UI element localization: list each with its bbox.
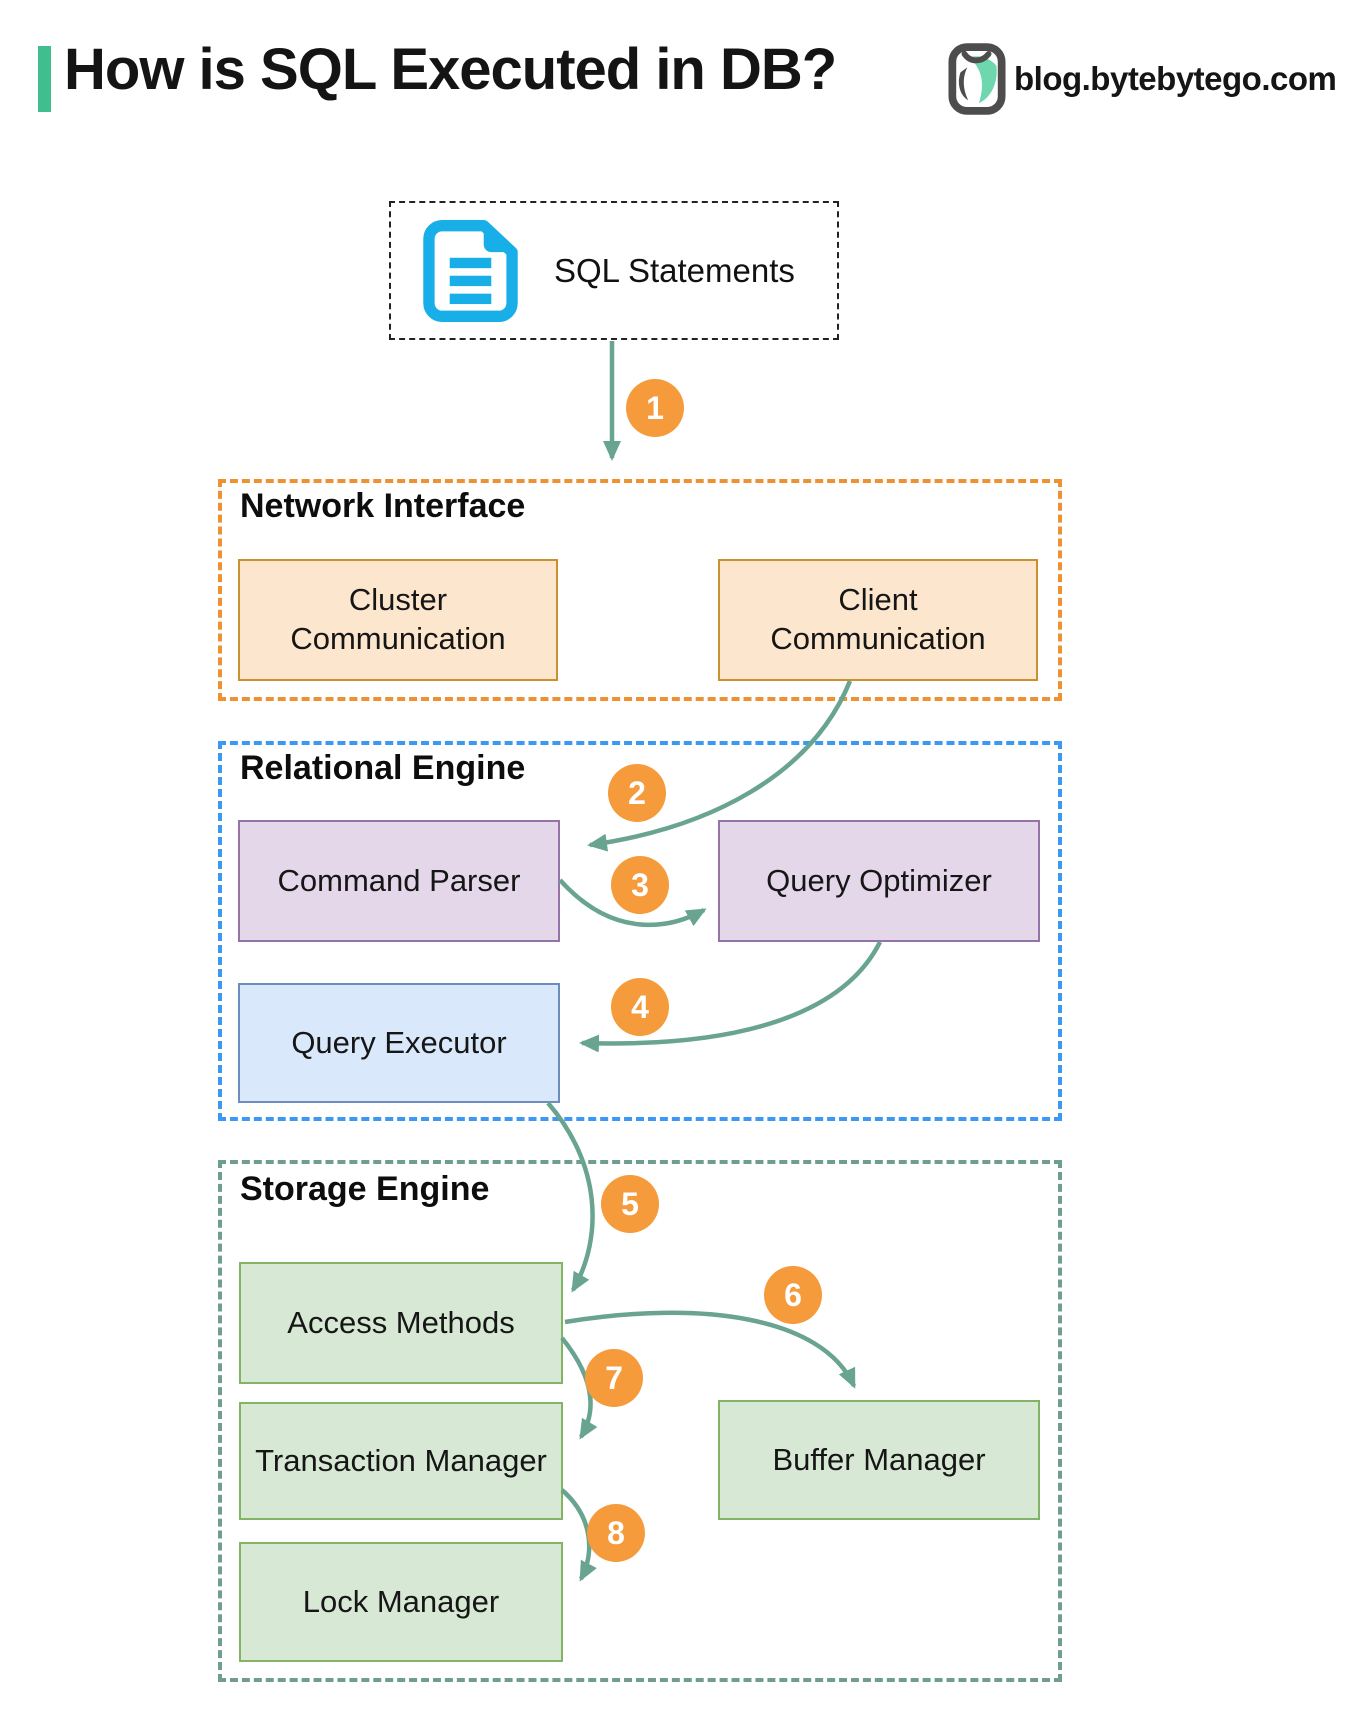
lock-manager-box: Lock Manager [239,1542,563,1662]
buffer-manager-box: Buffer Manager [718,1400,1040,1520]
step-badge-6: 6 [764,1266,822,1324]
cluster-communication-box: Cluster Communication [238,559,558,681]
bytebytego-logo-icon [948,43,1006,115]
step-badge-5: 5 [601,1175,659,1233]
logo-text: blog.bytebytego.com [1014,60,1337,97]
page-title: How is SQL Executed in DB? [64,37,837,102]
network-interface-label: Network Interface [240,487,526,525]
client-communication-box: Client Communication [718,559,1038,681]
relational-engine-label: Relational Engine [240,749,526,787]
step-badge-1: 1 [626,379,684,437]
step-badge-4: 4 [611,978,669,1036]
step-badge-2: 2 [608,764,666,822]
transaction-manager-box: Transaction Manager [239,1402,563,1520]
title-accent-bar [38,46,51,112]
storage-engine-label: Storage Engine [240,1170,490,1208]
step-badge-7: 7 [585,1349,643,1407]
query-optimizer-box: Query Optimizer [718,820,1040,942]
sql-statements-box: SQL Statements [389,201,839,340]
sql-statements-label: SQL Statements [554,251,795,289]
section-storage-engine [218,1160,1062,1682]
step-badge-3: 3 [611,856,669,914]
query-executor-box: Query Executor [238,983,560,1103]
access-methods-box: Access Methods [239,1262,563,1384]
bytebytego-logo: blog.bytebytego.com [948,42,1337,116]
document-icon [423,219,518,322]
step-badge-8: 8 [587,1504,645,1562]
command-parser-box: Command Parser [238,820,560,942]
